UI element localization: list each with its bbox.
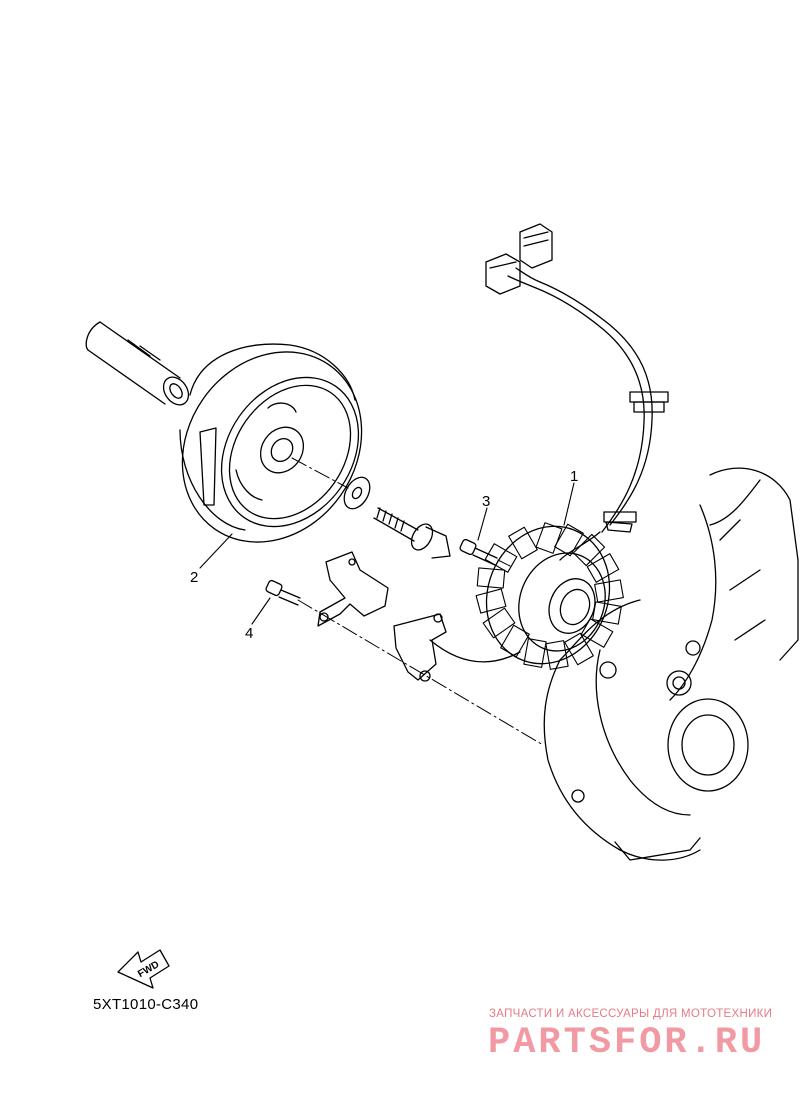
callout-1: 1 (570, 468, 578, 485)
leader-lines (199, 482, 575, 625)
wire-bracket (317, 551, 389, 627)
watermark-brand: PARTSFOR.RU (488, 1022, 766, 1064)
stator-screw-3 (459, 538, 498, 566)
watermark-tagline: ЗАПЧАСТИ И АКСЕССУАРЫ ДЛЯ МОТОТЕХНИКИ (489, 1008, 773, 1020)
wire-harness (429, 267, 669, 663)
rotor-bolt (373, 507, 451, 559)
assembly-lines (291, 457, 544, 746)
callout-2: 2 (190, 569, 198, 586)
pickup-coil (393, 613, 447, 682)
connectors (485, 223, 553, 295)
fwd-arrow-icon (117, 949, 170, 989)
callout-3: 3 (482, 493, 490, 510)
pickup-screw-4 (265, 579, 301, 606)
diagram-code: 5XT1010-C340 (93, 996, 199, 1013)
fwd-label: FWD (136, 959, 161, 980)
rotor-flywheel (179, 343, 363, 543)
crankshaft (85, 321, 190, 406)
callout-4: 4 (245, 625, 253, 642)
crankcase-cover (543, 467, 799, 861)
washer (343, 476, 371, 510)
stator-coil (475, 522, 624, 670)
